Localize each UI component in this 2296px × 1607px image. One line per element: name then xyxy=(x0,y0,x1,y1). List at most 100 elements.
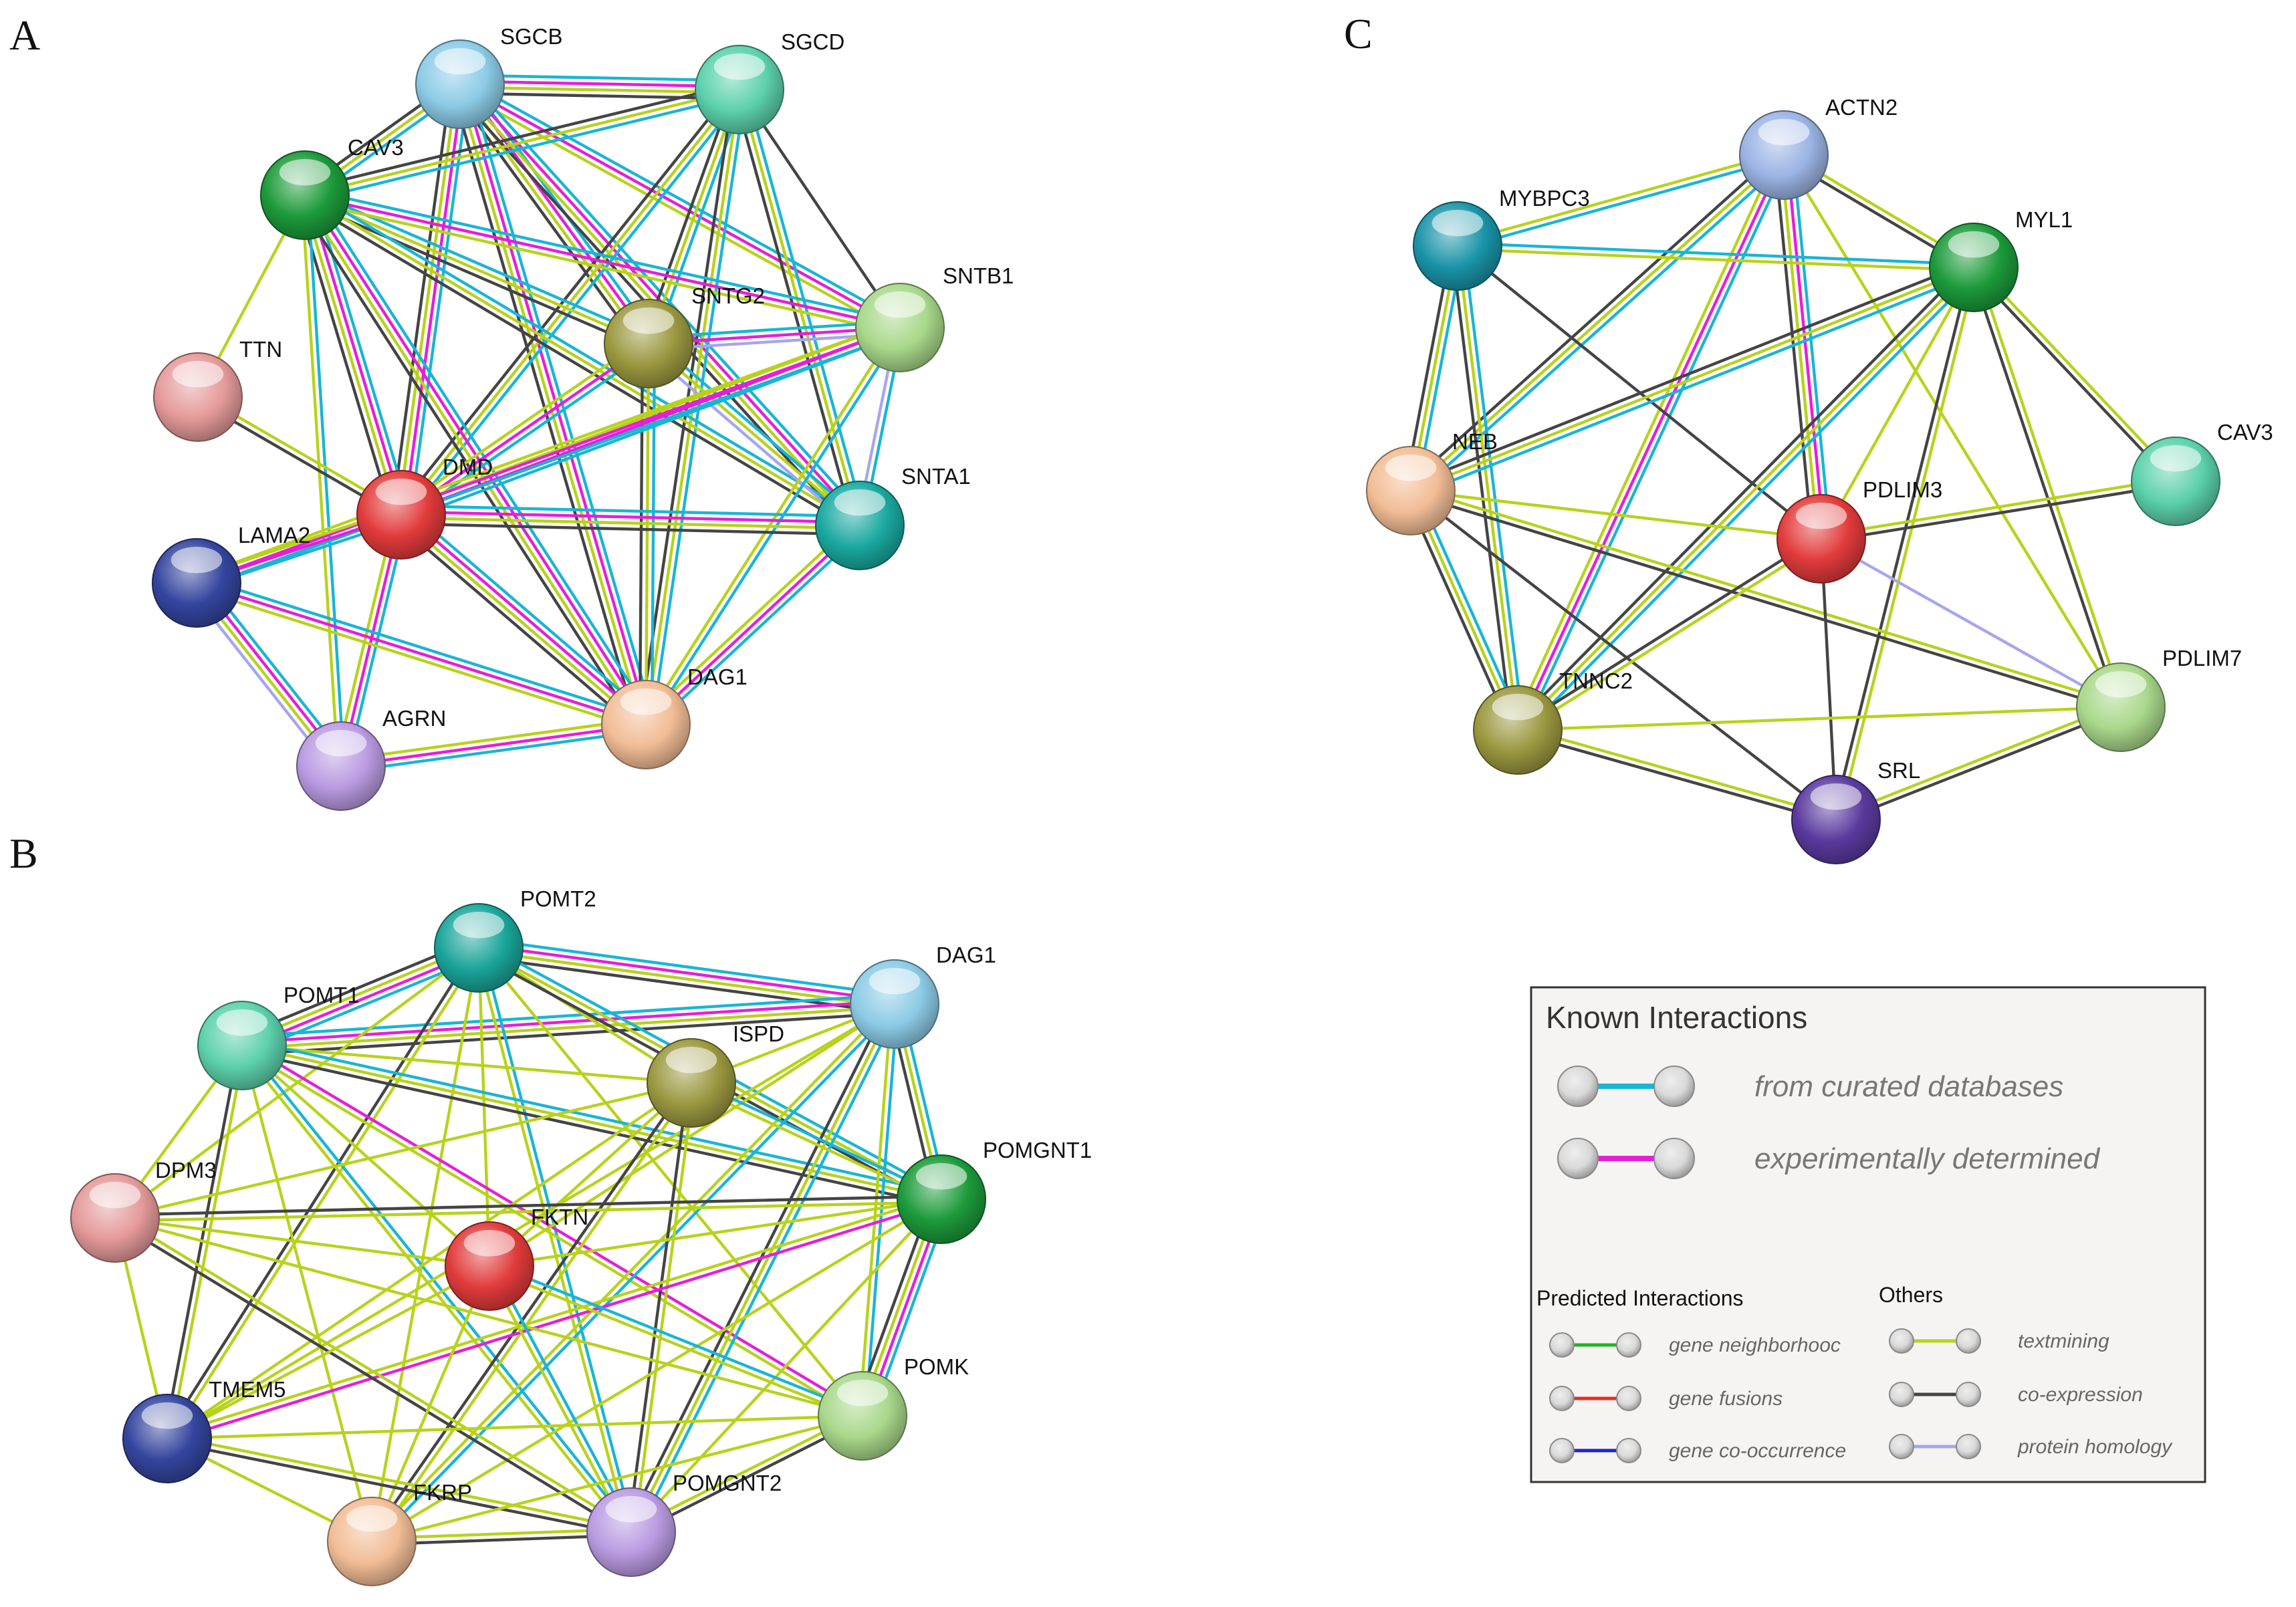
edge-line-curated xyxy=(459,74,741,82)
edge-line-textmining xyxy=(113,1081,693,1220)
edge-line-textmining xyxy=(396,82,459,516)
edge-myl1-tnnc2 xyxy=(1512,261,1980,736)
edge-dmd-dag1 xyxy=(394,506,653,733)
edge-line-curated xyxy=(653,90,747,348)
edge-line-experimental xyxy=(306,192,650,725)
edge-line-textmining xyxy=(644,88,741,727)
node-dpm3[interactable]: DPM3 xyxy=(70,1158,217,1263)
edge-snta1-dag1 xyxy=(640,519,866,731)
node-sgcd[interactable]: SGCD xyxy=(695,29,844,134)
edge-line-textmining xyxy=(113,1216,491,1268)
node-label: CAV3 xyxy=(348,135,404,160)
homology-line-sample xyxy=(1889,1434,1981,1459)
edge-line-curated xyxy=(340,729,649,774)
edge-cav3-snta1 xyxy=(300,189,865,532)
experimental-line-sample xyxy=(1557,1138,1695,1179)
edge-dmd-snta1 xyxy=(399,504,862,536)
node-dag1[interactable]: DAG1 xyxy=(850,943,996,1049)
edge-cav3-agrn xyxy=(300,193,346,768)
edge-fktn-fkrp xyxy=(370,1264,491,1543)
node-srl[interactable]: SRL xyxy=(1791,758,1920,864)
edge-line-textmining xyxy=(238,1045,630,1536)
node-pomt1[interactable]: POMT1 xyxy=(197,983,360,1090)
edge-fktn-tmem5 xyxy=(165,1264,491,1441)
edge-sgcd-cav3 xyxy=(302,82,743,203)
edge-line-curated xyxy=(1520,270,1980,736)
node-highlight xyxy=(1810,783,1862,810)
node-snta1[interactable]: SNTA1 xyxy=(815,464,971,570)
node-pomgnt1[interactable]: POMGNT1 xyxy=(897,1138,1092,1244)
edge-pomt2-pomgnt2 xyxy=(474,945,636,1535)
edge-line-curated xyxy=(239,993,896,1038)
node-pdlim3[interactable]: PDLIM3 xyxy=(1776,477,1942,584)
node-sntg2[interactable]: SNTG2 xyxy=(604,283,765,388)
node-fkrp[interactable]: FKRP xyxy=(327,1480,472,1586)
sample-ball-right xyxy=(1653,1066,1695,1107)
legend-item-neighborhood: gene neighborhooc xyxy=(1549,1332,1841,1358)
node-highlight xyxy=(1431,209,1484,237)
node-pomk[interactable]: POMK xyxy=(818,1354,969,1461)
legend-label-textmining: textmining xyxy=(2018,1330,2109,1352)
legend-item-curated: from curated databases xyxy=(1557,1066,2063,1107)
sample-ball-left xyxy=(1889,1382,1914,1407)
legend-item-fusion: gene fusions xyxy=(1549,1386,1783,1411)
node-tmem5[interactable]: TMEM5 xyxy=(122,1377,286,1483)
edge-line-coexpression xyxy=(1831,265,1972,821)
edge-line-coexpression xyxy=(239,1049,942,1207)
legend-label-coexpression: co-expression xyxy=(2018,1384,2143,1406)
node-sntb1[interactable]: SNTB1 xyxy=(855,263,1014,372)
edge-pomt1-fktn xyxy=(240,1043,491,1268)
node-cav3[interactable]: CAV3 xyxy=(2131,420,2273,526)
node-highlight xyxy=(89,1181,141,1209)
edge-line-coexpression xyxy=(1514,534,1821,729)
node-ispd[interactable]: ISPD xyxy=(647,1021,784,1128)
node-agrn[interactable]: AGRN xyxy=(296,706,446,811)
node-myl1[interactable]: MYL1 xyxy=(1929,207,2073,312)
edge-myl1-pdlim3 xyxy=(1819,265,1976,541)
node-neb[interactable]: NEB xyxy=(1366,429,1498,535)
edge-line-coexpression xyxy=(399,522,861,536)
node-pomgnt2[interactable]: POMGNT2 xyxy=(586,1471,782,1577)
edge-tmem5-pomk xyxy=(165,1414,865,1441)
edge-cav3-sntb1 xyxy=(302,188,903,335)
edge-line-textmining xyxy=(737,88,862,527)
neighborhood-line-sample xyxy=(1549,1332,1641,1358)
node-dmd[interactable]: DMD xyxy=(356,455,493,560)
node-pdlim7[interactable]: PDLIM7 xyxy=(2076,646,2242,752)
node-actn2[interactable]: ACTN2 xyxy=(1739,95,1898,200)
edge-line-experimental xyxy=(477,943,897,1003)
edge-dpm3-pomk xyxy=(113,1216,865,1418)
edge-ispd-tmem5 xyxy=(165,1081,693,1441)
edge-sgcb-sntb1 xyxy=(455,77,905,335)
edge-line-textmining xyxy=(396,337,647,511)
node-sgcb[interactable]: SGCB xyxy=(415,24,563,129)
edge-line-textmining xyxy=(485,1265,630,1535)
edge-line-textmining xyxy=(240,1043,491,1268)
panel-b-nodes: POMT2DAG1POMT1ISPDPOMGNT1DPM3FKTNTMEM5PO… xyxy=(70,886,1092,1586)
node-fktn[interactable]: FKTN xyxy=(445,1205,588,1311)
edge-line-textmining xyxy=(1779,154,1820,541)
node-ttn[interactable]: TTN xyxy=(153,337,282,442)
edge-line-textmining xyxy=(647,88,741,346)
edge-line-experimental xyxy=(1785,153,1826,540)
node-mybpc3[interactable]: MYBPC3 xyxy=(1413,186,1590,291)
edge-line-coexpression xyxy=(1512,261,1971,727)
node-tnnc2[interactable]: TNNC2 xyxy=(1473,668,1633,775)
edge-line-textmining xyxy=(1837,266,1978,822)
edge-line-curated xyxy=(197,576,649,721)
legend-frame xyxy=(1530,986,2206,1483)
edge-lama2-dag1 xyxy=(193,576,649,732)
node-cav3[interactable]: CAV3 xyxy=(260,135,404,240)
edge-line-coexpression xyxy=(368,1080,691,1541)
node-highlight xyxy=(1758,118,1810,146)
edge-line-experimental xyxy=(461,82,651,725)
edge-line-textmining xyxy=(487,1002,897,1268)
node-dag1[interactable]: DAG1 xyxy=(601,664,748,769)
panel-letter-c: C xyxy=(1344,10,1373,57)
node-lama2[interactable]: LAMA2 xyxy=(152,523,310,628)
edge-line-coexpression xyxy=(1773,154,1814,541)
node-label: MYL1 xyxy=(2015,207,2073,232)
edge-line-textmining xyxy=(1833,703,2121,819)
edge-line-coexpression xyxy=(1969,267,2119,710)
node-pomt2[interactable]: POMT2 xyxy=(434,886,596,993)
